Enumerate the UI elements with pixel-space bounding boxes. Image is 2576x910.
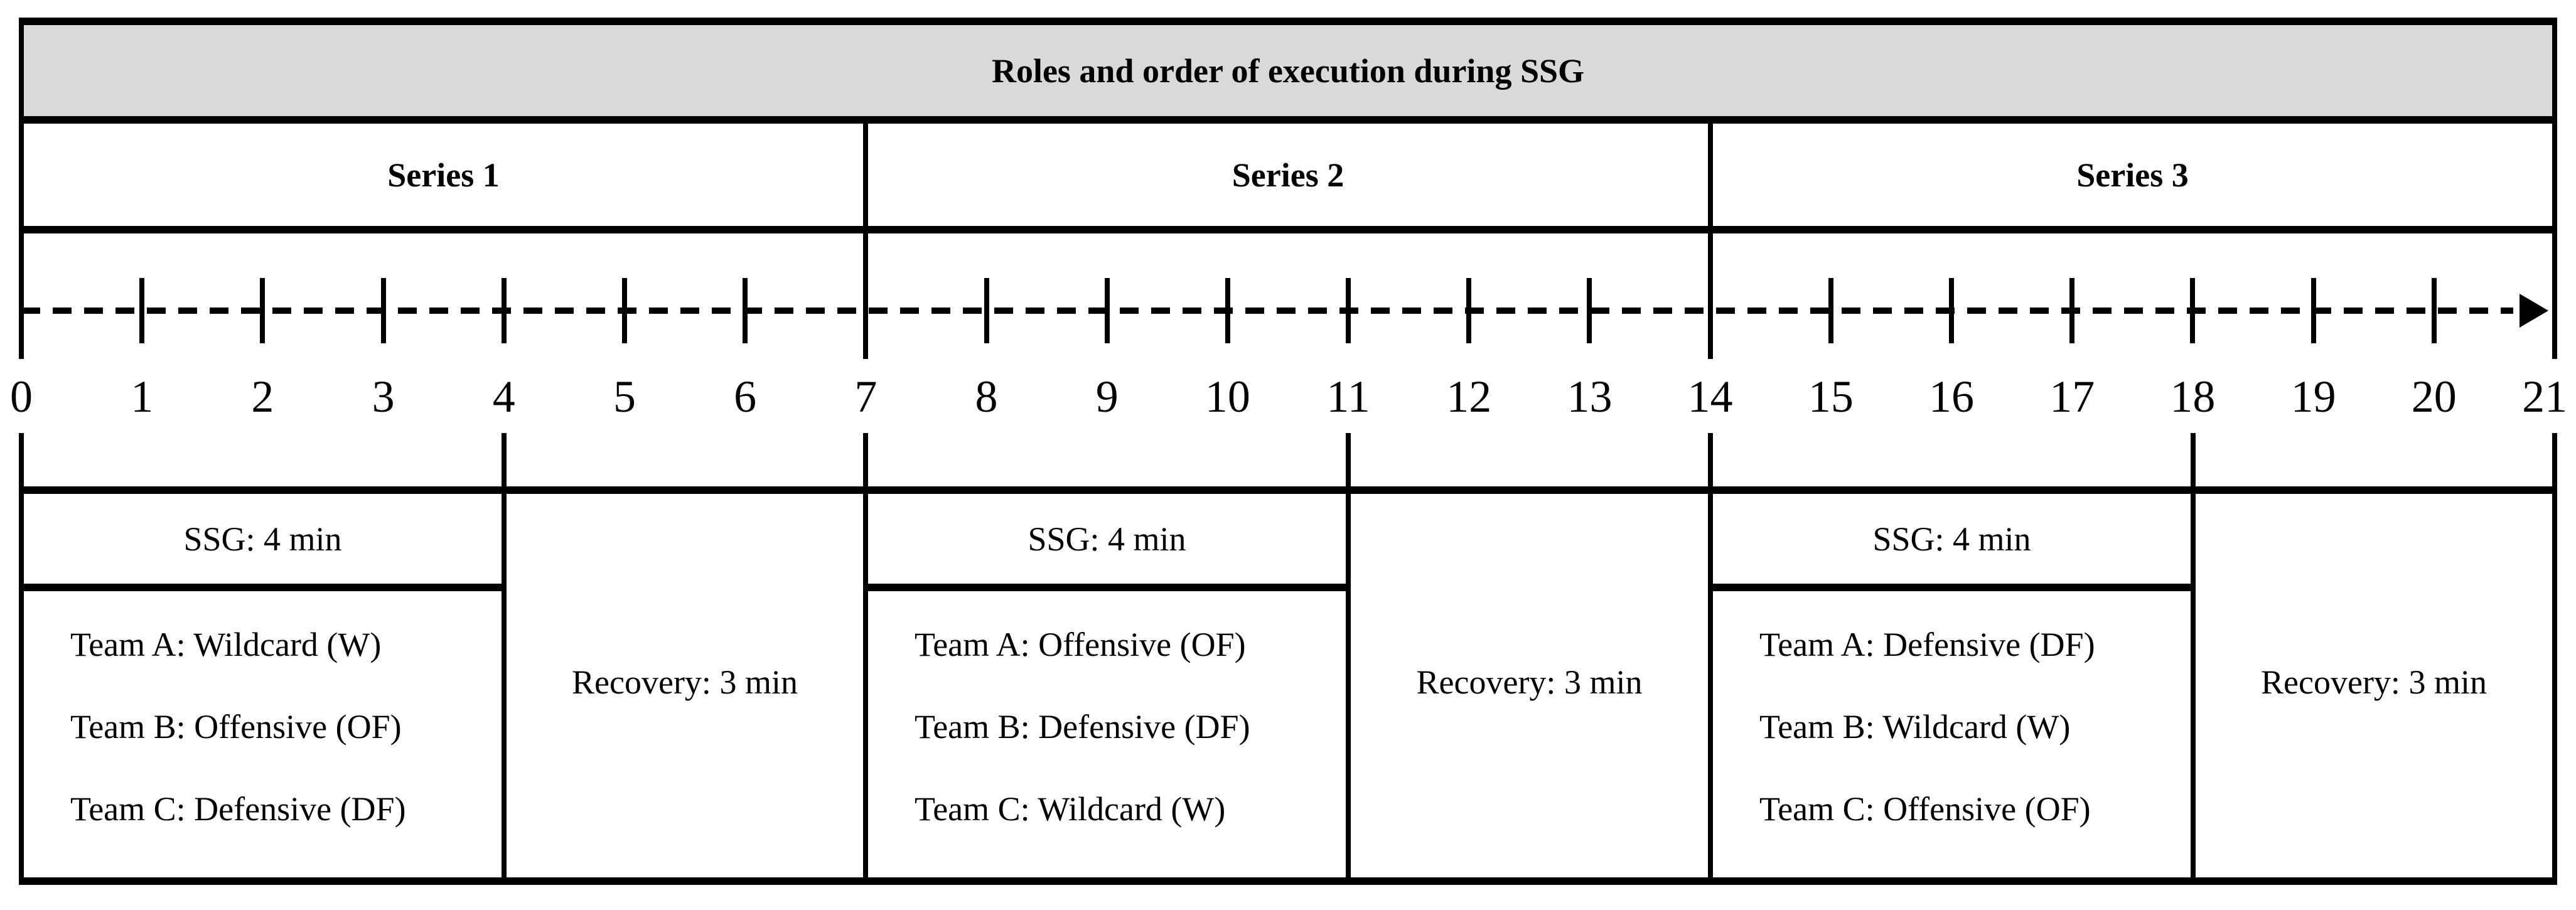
title-bar: Roles and order of execution during SSG — [19, 25, 2557, 116]
minute-label-7: 7 — [854, 372, 877, 422]
series-1-header: Series 1 — [21, 124, 866, 226]
series-3-teams-cell: Team A: Defensive (DF) Team B: Wildcard … — [1710, 591, 2193, 877]
series-3-header: Series 3 — [1710, 124, 2555, 226]
outer-right-border-top — [2552, 18, 2557, 359]
title-bottom-border — [19, 116, 2557, 124]
minute-label-6: 6 — [734, 372, 757, 422]
series-row-bottom-border — [19, 226, 2557, 233]
series-2-header: Series 2 — [866, 124, 1710, 226]
minute-label-2: 2 — [251, 372, 274, 422]
minute-label-0: 0 — [10, 372, 33, 422]
minute-label-8: 8 — [975, 372, 998, 422]
figure-title: Roles and order of execution during SSG — [991, 51, 1585, 90]
series-2-ssg-label: SSG: 4 min — [1028, 520, 1186, 558]
minute-label-9: 9 — [1095, 372, 1119, 422]
team-role-row: Team B: Defensive (DF) — [915, 708, 1250, 746]
title-top-border — [19, 18, 2557, 25]
series-3-recovery-label: Recovery: 3 min — [2261, 663, 2487, 701]
block-divider-min11 — [1346, 433, 1351, 877]
series-2-ssg-cell: SSG: 4 min — [866, 494, 1348, 584]
series-1-ssg-cell: SSG: 4 min — [21, 494, 504, 584]
team-role-row: Team C: Offensive (OF) — [1759, 790, 2091, 828]
table-bottom-border — [19, 877, 2557, 885]
series-3-label: Series 3 — [2076, 156, 2189, 194]
minute-label-11: 11 — [1326, 372, 1370, 422]
series-1-label: Series 1 — [387, 156, 500, 194]
team-role-row: Team A: Offensive (OF) — [915, 626, 1246, 663]
minute-label-10: 10 — [1205, 372, 1250, 422]
team-role-row: Team B: Wildcard (W) — [1759, 708, 2071, 746]
boundary-line-min14-bottom — [1708, 433, 1713, 877]
minute-label-5: 5 — [613, 372, 636, 422]
minute-label-16: 16 — [1929, 372, 1975, 422]
minute-label-12: 12 — [1446, 372, 1492, 422]
outer-left-border-top — [19, 18, 24, 359]
series-2-recovery-label: Recovery: 3 min — [1416, 663, 1643, 701]
boundary-line-min7-bottom — [863, 433, 868, 877]
boundary-line-min14-top — [1708, 124, 1713, 359]
table-top-border — [19, 486, 2557, 494]
block-divider-min18 — [2191, 433, 2196, 877]
minute-label-15: 15 — [1808, 372, 1854, 422]
minute-label-4: 4 — [492, 372, 515, 422]
series-2-recovery-cell: Recovery: 3 min — [1348, 486, 1710, 877]
team-role-row: Team C: Wildcard (W) — [915, 790, 1226, 828]
series-3-ssg-cell: SSG: 4 min — [1710, 494, 2193, 584]
team-role-row: Team B: Offensive (OF) — [70, 708, 402, 746]
team-role-row: Team C: Defensive (DF) — [70, 790, 406, 828]
series-2-teams-cell: Team A: Offensive (OF) Team B: Defensive… — [866, 591, 1348, 877]
block-divider-min4 — [502, 433, 507, 877]
series-1-ssg-label: SSG: 4 min — [183, 520, 342, 558]
series-1-recovery-cell: Recovery: 3 min — [504, 486, 866, 877]
minute-label-14: 14 — [1687, 372, 1733, 422]
outer-right-border-bottom — [2552, 433, 2557, 885]
minute-label-1: 1 — [131, 372, 154, 422]
boundary-line-min7-top — [863, 124, 868, 359]
minute-label-21: 21 — [2522, 372, 2568, 422]
series-2-ssg-divider — [866, 584, 1351, 591]
series-1-recovery-label: Recovery: 3 min — [572, 663, 798, 701]
minute-label-18: 18 — [2170, 372, 2216, 422]
series-3-ssg-label: SSG: 4 min — [1872, 520, 2031, 558]
series-2-label: Series 2 — [1232, 156, 1344, 194]
series-1-teams-cell: Team A: Wildcard (W) Team B: Offensive (… — [21, 591, 504, 877]
minute-label-13: 13 — [1567, 372, 1613, 422]
team-role-row: Team A: Defensive (DF) — [1759, 626, 2095, 663]
series-3-recovery-cell: Recovery: 3 min — [2193, 486, 2555, 877]
series-3-ssg-divider — [1710, 584, 2196, 591]
series-1-ssg-divider — [21, 584, 507, 591]
minute-label-20: 20 — [2411, 372, 2457, 422]
minute-label-3: 3 — [372, 372, 395, 422]
timeline-dashed-axis — [21, 308, 2513, 314]
minute-label-19: 19 — [2290, 372, 2336, 422]
team-role-row: Team A: Wildcard (W) — [70, 626, 382, 663]
outer-left-border-bottom — [19, 433, 24, 885]
minute-label-17: 17 — [2049, 372, 2095, 422]
axis-arrowhead-icon — [2520, 294, 2548, 328]
